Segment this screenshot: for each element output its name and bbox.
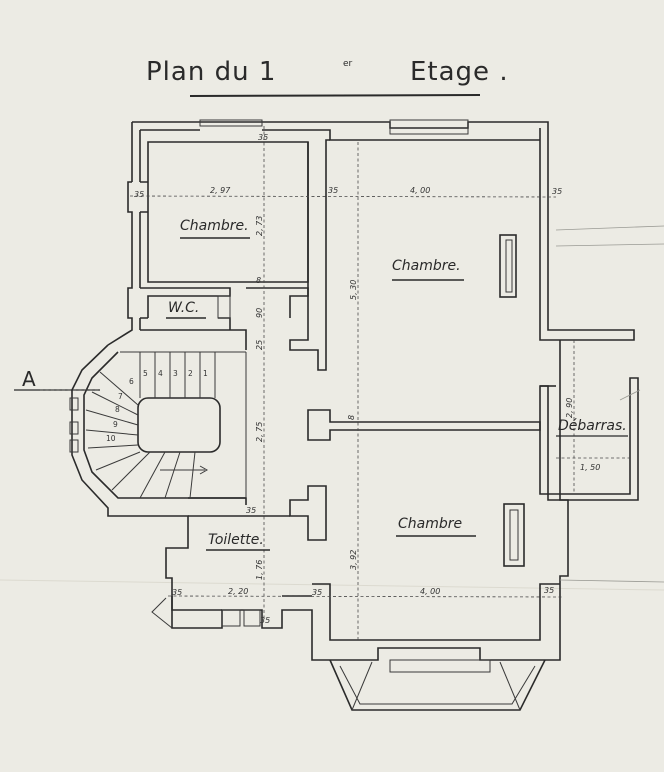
dimension-lines: [129, 126, 630, 640]
dim-5-30: 5, 30: [349, 280, 358, 300]
stair-step-3: 3: [173, 369, 178, 378]
top-wall: [131, 121, 635, 341]
bay-mullion-1: [351, 661, 373, 711]
top-window-left: [199, 119, 263, 127]
dim-2-90: 2, 90: [565, 398, 574, 418]
dim-35-center: 35: [328, 186, 338, 195]
adjacent-line-4: [619, 389, 641, 401]
adjacent-line-1: [555, 225, 664, 231]
room-label-wc: W.C.: [168, 300, 199, 316]
dim-1-50: 1, 50: [580, 463, 600, 472]
stair-step-6: 6: [129, 377, 134, 386]
stair-arrow-head: [199, 465, 209, 475]
room-label-chambre-large: Chambre.: [392, 258, 461, 274]
dim-8-lower: 8: [347, 415, 356, 420]
dim-35-bottom-right: 35: [544, 586, 554, 595]
adjacent-line-2: [555, 243, 664, 247]
stair-step-8: 8: [115, 405, 120, 414]
stair-step-5: 5: [143, 369, 148, 378]
dim-2-75: 2, 75: [255, 422, 264, 442]
stair-step-9: 9: [113, 420, 118, 429]
staircase: 5 4 3 2 1 6 7 8 9 10: [85, 351, 247, 499]
stair-step-7: 7: [118, 392, 123, 401]
paper-fold-line: [0, 579, 664, 591]
section-marker-label: A: [22, 367, 36, 391]
stair-step-1: 1: [203, 369, 208, 378]
stair-step-10: 10: [106, 434, 116, 443]
room-labels: Chambre. Chambre. W.C. Chambre Toilette.…: [166, 218, 628, 551]
title-underline: [189, 94, 481, 97]
stair-window-2: [69, 421, 79, 435]
stair-window-3: [69, 439, 79, 453]
dim-35-bottom-center: 35: [312, 588, 322, 597]
bay-window: [329, 659, 546, 711]
partition-wall: [307, 409, 541, 441]
room-label-debarras: Débarras.: [558, 418, 627, 434]
dim-90: 90: [255, 308, 264, 318]
left-wall: [107, 181, 141, 346]
fireplace-upper: [499, 234, 517, 298]
dim-35-left: 35: [134, 190, 144, 199]
fireplace-lower: [503, 503, 525, 567]
lower-chambre-bottom: [312, 583, 560, 641]
title-rest: Etage .: [410, 57, 509, 87]
dim-1-76: 1, 76: [255, 560, 264, 580]
section-marker: A: [14, 367, 100, 391]
room-label-chambre-small: Chambre.: [180, 218, 249, 234]
adjacent-line-3: [559, 579, 664, 583]
bay-window-inner: [339, 665, 536, 705]
dim-2-97: 2, 97: [210, 186, 231, 195]
central-pillar: [289, 485, 327, 541]
stair-and-lower-walls: [71, 340, 569, 661]
toilette-niche-2: [243, 609, 261, 627]
title-superscript: er: [343, 59, 353, 69]
adjacent-drawing-lines: [555, 225, 664, 583]
fireplace-upper-inner: [505, 239, 513, 293]
dim-35-top: 35: [258, 133, 268, 142]
dim-35-bottom: 35: [260, 616, 270, 625]
dim-4-00-top: 4, 00: [410, 186, 430, 195]
wc-fixture: [217, 295, 231, 319]
dimension-labels: 35 35 2, 97 35 4, 00 35 2, 73 8 90 25 5,…: [134, 133, 600, 625]
interior-walls: [140, 139, 560, 641]
stair-window-1: [69, 397, 79, 411]
dim-35-right: 35: [552, 187, 562, 196]
toilette-window-detail: [151, 597, 173, 629]
plan-title: Plan du 1 er Etage .: [146, 57, 509, 97]
stair-step-2: 2: [188, 369, 193, 378]
toilette-top-wall: [188, 497, 290, 517]
toilette-niche-1: [221, 609, 241, 627]
central-wall-upper: [289, 139, 330, 371]
debarras-walls: [539, 377, 639, 501]
bay-sill: [389, 659, 491, 673]
dim-2-73: 2, 73: [255, 216, 264, 236]
chambre-small-jamb: [140, 181, 148, 213]
bay-mullion-2: [499, 661, 521, 711]
stair-step-4: 4: [158, 369, 163, 378]
room-label-chambre-lower: Chambre: [398, 516, 462, 532]
dim-4-00-bottom: 4, 00: [420, 587, 440, 596]
top-window-right: [389, 119, 469, 135]
stair-treads-top: [120, 351, 247, 498]
dim-3-92: 3, 92: [349, 550, 358, 570]
room-label-toilette: Toilette.: [208, 532, 264, 548]
dim-8-upper: 8: [256, 276, 261, 285]
dim-35-toilette: 35: [246, 506, 256, 515]
stair-treads-winding: [85, 371, 196, 499]
fireplace-lower-inner: [509, 509, 519, 561]
title-main: Plan du 1: [146, 57, 276, 87]
dim-2-20: 2, 20: [228, 587, 248, 596]
dim-25: 25: [255, 340, 264, 350]
dim-35-bottom-left: 35: [172, 588, 182, 597]
